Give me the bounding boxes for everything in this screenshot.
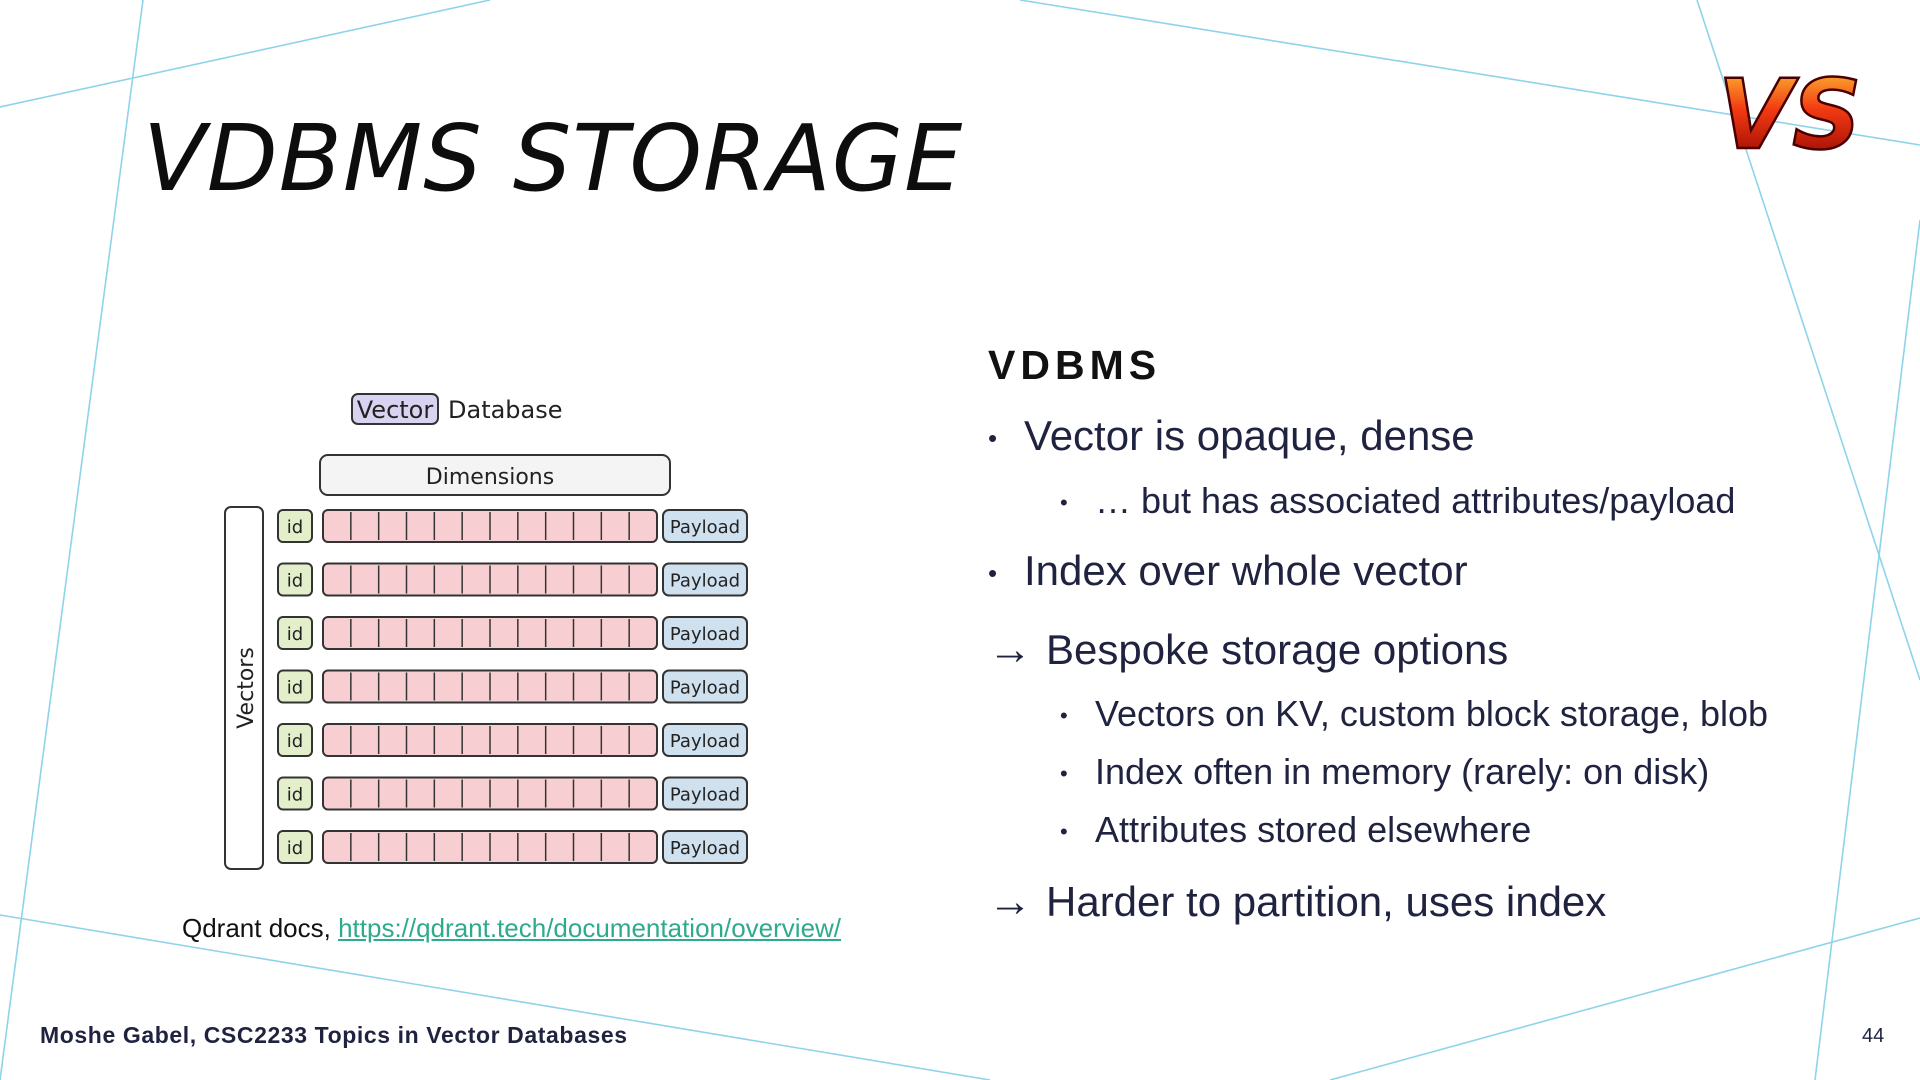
payload-label: Payload <box>670 838 740 859</box>
slide-title: VDBMS STORAGE <box>143 105 964 212</box>
bullet-marker: • <box>1060 490 1068 516</box>
payload-box <box>662 669 748 704</box>
payload-box <box>662 616 748 650</box>
payload-label: Payload <box>670 731 740 752</box>
bullet-marker: • <box>1060 703 1068 729</box>
subbullet-attributes-elsewhere: • Attributes stored elsewhere <box>1060 809 1531 851</box>
bullet-text: Bespoke storage options <box>1046 626 1509 673</box>
database-label: Database <box>448 396 563 424</box>
subbullet-index-in-memory: • Index often in memory (rarely: on disk) <box>1060 751 1709 793</box>
id-box <box>277 616 313 650</box>
bullet-text: Vector is opaque, dense <box>1024 412 1475 459</box>
id-box <box>277 723 313 757</box>
vs-logo: VS <box>1717 58 1863 170</box>
id-label: id <box>287 838 303 859</box>
payload-box <box>662 830 748 864</box>
payload-label: Payload <box>670 571 740 592</box>
dimensions-label: Dimensions <box>426 465 554 490</box>
payload-box <box>662 776 748 811</box>
vectors-bracket <box>224 506 264 870</box>
dimensions-box <box>319 454 671 496</box>
svg-text:VS: VS <box>1718 59 1861 170</box>
id-label: id <box>287 678 303 699</box>
bullet-text: Index often in memory (rarely: on disk) <box>1095 751 1710 792</box>
payload-box <box>662 723 748 757</box>
bullet-index-whole-vector: • Index over whole vector <box>988 547 1468 595</box>
id-box <box>277 669 313 704</box>
vector-tag-box <box>351 393 439 425</box>
id-box <box>277 776 313 811</box>
bullet-text: … but has associated attributes/payload <box>1095 480 1736 521</box>
arrow-icon: → <box>988 625 1032 674</box>
bullet-text: Vectors on KV, custom block storage, blo… <box>1095 693 1769 734</box>
id-label: id <box>287 571 303 592</box>
footer-author: Moshe Gabel, CSC2233 Topics in Vector Da… <box>40 1022 628 1048</box>
id-box <box>277 830 313 864</box>
vector-tag-label: Vector <box>357 396 434 424</box>
payload-label: Payload <box>670 517 740 538</box>
id-label: id <box>287 731 303 752</box>
arrow-harder-to-partition: → Harder to partition, uses index <box>988 877 1606 927</box>
image-caption: Qdrant docs, https://qdrant.tech/documen… <box>182 913 841 944</box>
subbullet-associated-attributes: • … but has associated attributes/payload <box>1060 480 1735 522</box>
subbullet-vectors-on-kv: • Vectors on KV, custom block storage, bl… <box>1060 693 1768 735</box>
arrow-bespoke-storage: → Bespoke storage options <box>988 625 1508 675</box>
vectors-label: Vectors <box>234 647 259 729</box>
payload-box <box>662 509 748 543</box>
bullet-marker: • <box>1060 761 1068 787</box>
caption-prefix: Qdrant docs, <box>182 913 339 943</box>
bullet-marker: • <box>1060 819 1068 845</box>
payload-label: Payload <box>670 785 740 806</box>
payload-label: Payload <box>670 678 740 699</box>
id-box <box>277 562 313 597</box>
bullet-text: Attributes stored elsewhere <box>1095 809 1532 850</box>
bullet-marker: • <box>988 423 998 454</box>
qdrant-docs-link[interactable]: https://qdrant.tech/documentation/overvi… <box>338 913 842 943</box>
id-label: id <box>287 624 303 645</box>
bullet-text: Harder to partition, uses index <box>1046 878 1607 925</box>
bullet-vector-opaque: • Vector is opaque, dense <box>988 412 1475 460</box>
id-box <box>277 509 313 543</box>
arrow-icon: → <box>988 877 1032 926</box>
id-label: id <box>287 785 303 806</box>
id-label: id <box>287 517 303 538</box>
bullet-text: Index over whole vector <box>1024 547 1468 594</box>
payload-label: Payload <box>670 624 740 645</box>
section-heading: VDBMS <box>988 342 1162 388</box>
page-number: 44 <box>1862 1025 1885 1047</box>
bullet-marker: • <box>988 558 998 589</box>
payload-box <box>662 562 748 597</box>
